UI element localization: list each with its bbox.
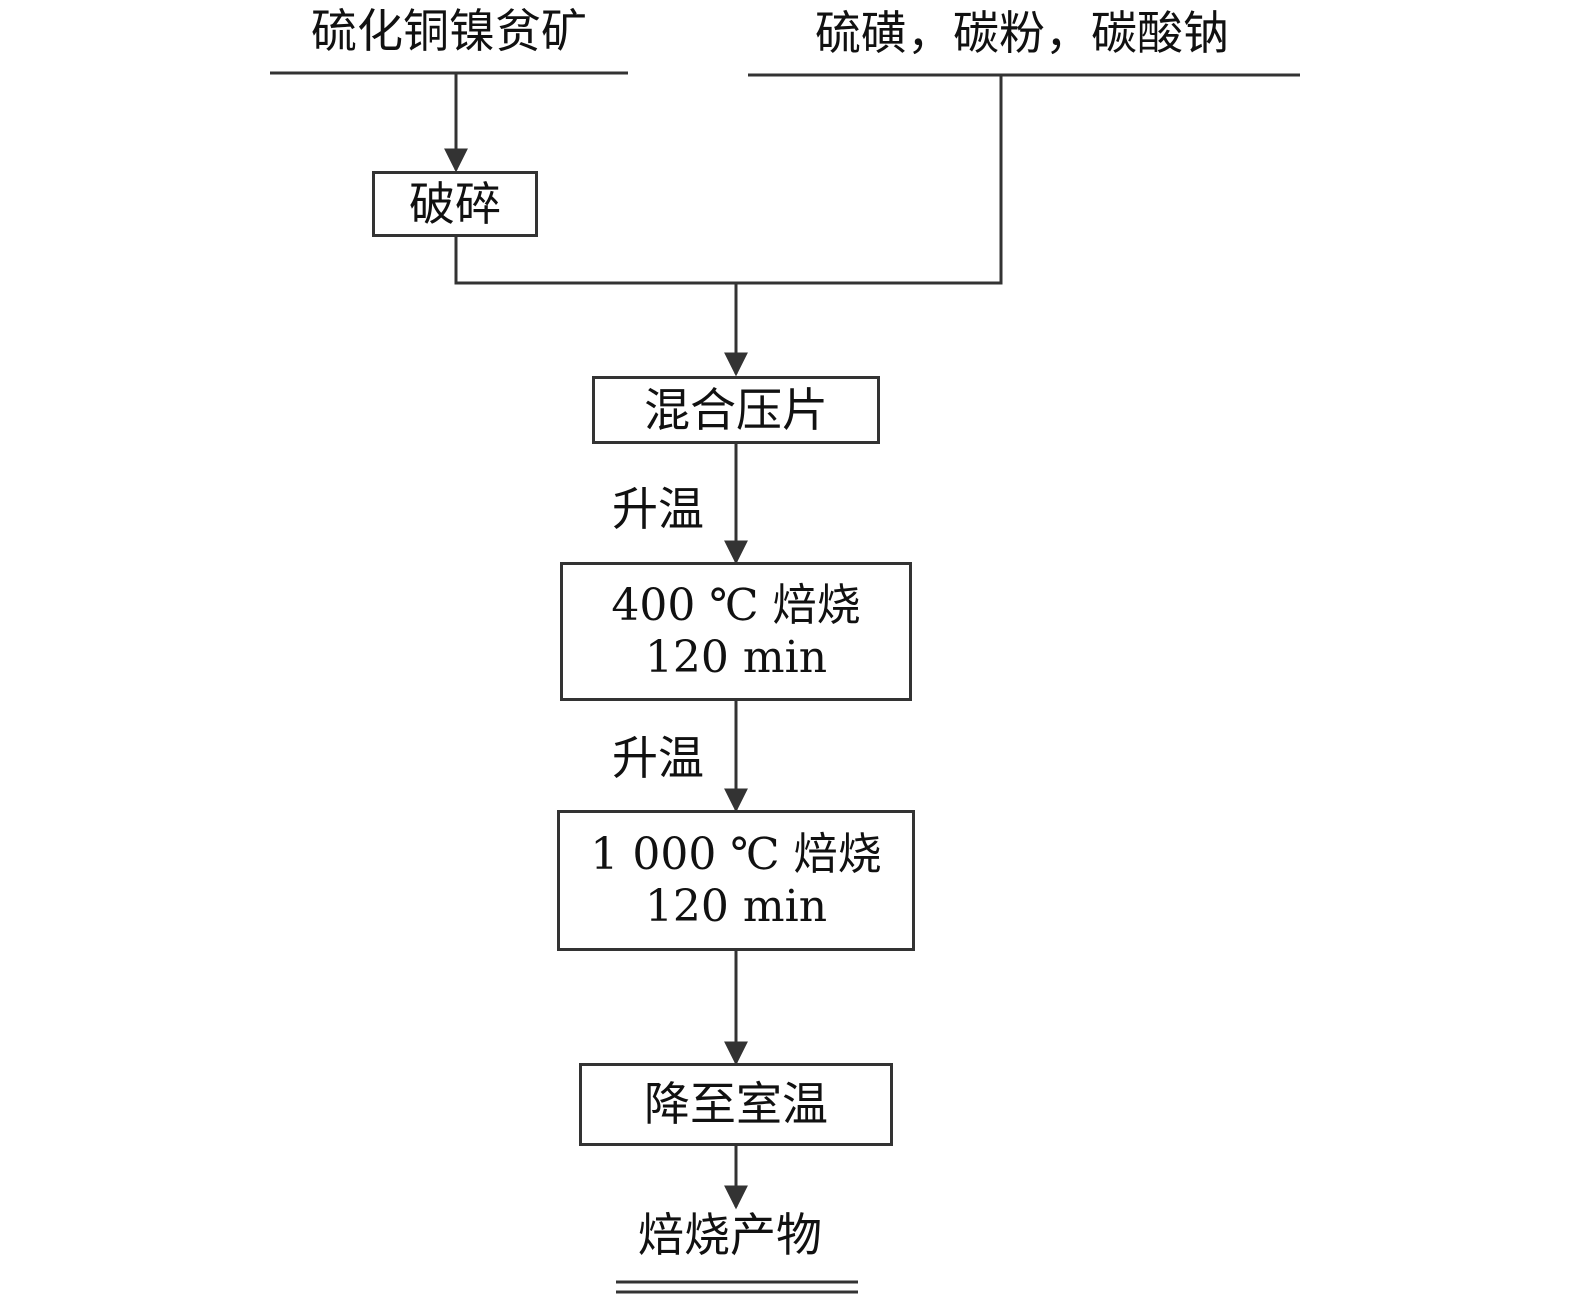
connector-crush-to-join: [454, 236, 736, 285]
step-roast-1000-box: 1 000 ℃ 焙烧 120 min: [557, 810, 915, 951]
step-roast-400-box: 400 ℃ 焙烧 120 min: [560, 562, 912, 701]
step-roast-1000-line2: 120 min: [644, 880, 828, 932]
step-mix-press-label: 混合压片: [644, 382, 828, 437]
step-roast-400-line2: 120 min: [644, 631, 828, 683]
step-cool-box: 降至室温: [579, 1063, 893, 1146]
output-product-label: 焙烧产物: [638, 1208, 822, 1262]
input-ore-label: 硫化铜镍贫矿: [311, 4, 587, 58]
step-crush-label: 破碎: [409, 176, 501, 231]
step-crush-box: 破碎: [372, 171, 538, 237]
input-reagents-label: 硫磺，碳粉，碳酸钠: [815, 6, 1229, 60]
connector-reagents-to-join: [736, 75, 1003, 285]
edge-label-heat-up-1: 升温: [612, 482, 704, 536]
step-roast-1000-line1: 1 000 ℃ 焙烧: [590, 828, 882, 880]
step-roast-400-line1: 400 ℃ 焙烧: [611, 579, 861, 631]
step-cool-label: 降至室温: [644, 1077, 828, 1132]
edge-label-heat-up-2: 升温: [612, 731, 704, 785]
step-mix-press-box: 混合压片: [592, 376, 880, 444]
